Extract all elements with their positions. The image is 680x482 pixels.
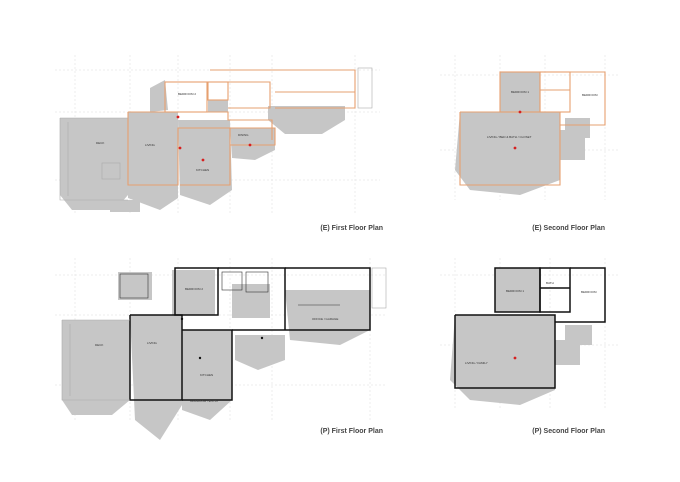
room-label: LIVING <box>145 143 156 147</box>
plan-proposed-second: BEDROOM 1 BEDROOM BATH LIVING / FAMILY (… <box>440 258 620 435</box>
room-label: DINING <box>238 133 249 137</box>
plan-existing-second: BEDROOM 1 BEDROOM LIVING / BED & BATH / … <box>440 55 620 232</box>
room-label: BEDROOM <box>581 290 597 294</box>
room-label: BEDROOM 1 <box>506 289 524 293</box>
room-label: MUDROOM / ENTRY <box>190 399 219 403</box>
plan-title: (E) Second Floor Plan <box>532 225 605 232</box>
room-label: BEDROOM 2 <box>185 287 203 291</box>
room-label: DECK <box>96 141 104 145</box>
room-label: KITCHEN <box>196 168 209 172</box>
room-label: LIVING <box>147 341 158 345</box>
room-label: KITCHEN <box>200 373 213 377</box>
plan-proposed-first: BEDROOM 2 LIVING DECK KITCHEN MUDROOM / … <box>55 258 387 440</box>
room-label: BEDROOM 1 <box>511 90 529 94</box>
room-label: BEDROOM <box>582 93 598 97</box>
plan-title: (P) First Floor Plan <box>320 428 383 435</box>
plan-title: (P) Second Floor Plan <box>532 428 605 435</box>
room-label: DECK <box>95 343 103 347</box>
room-label: OFFICE / GARAGE <box>312 317 338 321</box>
plan-title: (E) First Floor Plan <box>320 225 383 232</box>
room-label: BEDROOM 2 <box>178 92 196 96</box>
room-label: BATH <box>546 281 554 285</box>
room-label: LIVING / BED & BATH / CLOSET <box>487 135 532 139</box>
plan-existing-first: BEDROOM 2 LIVING DECK KITCHEN DINING (E)… <box>55 55 383 232</box>
room-label: LIVING / FAMILY <box>465 361 488 365</box>
